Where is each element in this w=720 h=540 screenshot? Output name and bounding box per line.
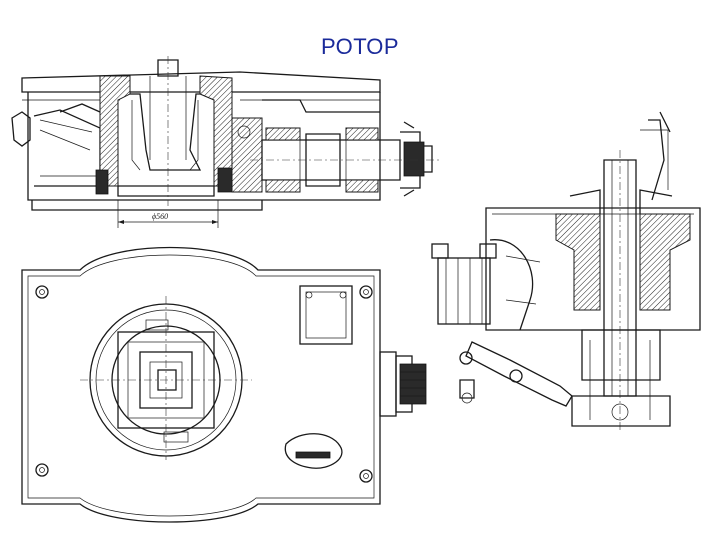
- plan-view: [21, 246, 427, 523]
- side-section-view: [431, 111, 701, 430]
- diameter-dimension-label: ϕ560: [152, 212, 168, 221]
- page-title: РОТОР: [320, 34, 400, 59]
- top-section-view: [11, 56, 440, 228]
